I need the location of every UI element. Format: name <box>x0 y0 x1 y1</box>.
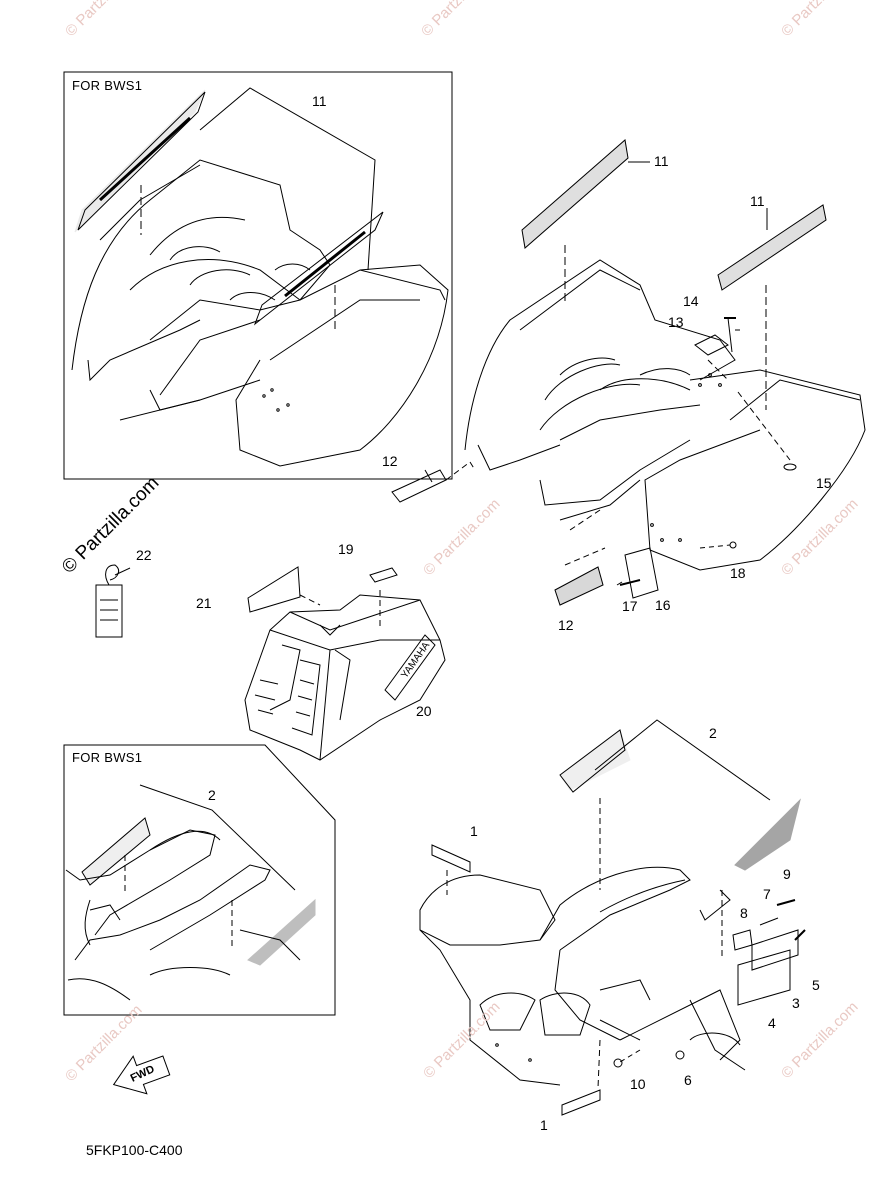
decal-1-top <box>431 844 471 873</box>
decal-2-inset-right <box>247 898 316 966</box>
decal-11-inset-b <box>253 211 384 326</box>
callout-2-inset: 2 <box>208 787 216 803</box>
callout-1-bottom: 1 <box>540 1117 548 1133</box>
decal-11-main-a <box>521 139 629 249</box>
fwd-arrow <box>112 1055 171 1095</box>
callout-12-b: 12 <box>558 617 574 633</box>
callout-21: 21 <box>196 595 212 611</box>
callout-7: 7 <box>763 886 771 902</box>
callout-12-a: 12 <box>382 453 398 469</box>
callout-11-main-a: 11 <box>654 153 669 169</box>
decal-19 <box>369 567 398 583</box>
callout-20: 20 <box>416 703 432 719</box>
reflector-plate-4 <box>737 949 791 1006</box>
decal-2-main-right <box>734 798 801 871</box>
callout-11-inset: 11 <box>312 93 327 109</box>
part-6-nut <box>675 1050 685 1060</box>
part-8 <box>732 929 753 951</box>
callout-14: 14 <box>683 293 699 309</box>
decal-11-main-b <box>717 204 827 291</box>
decal-12-main <box>391 469 447 503</box>
callout-8: 8 <box>740 905 748 921</box>
callout-19: 19 <box>338 541 354 557</box>
callout-13: 13 <box>668 314 684 330</box>
inset-title-top: FOR BWS1 <box>72 78 143 93</box>
inset-box-bottom <box>63 744 336 1016</box>
callout-22: 22 <box>136 547 152 563</box>
diagram-code: 5FKP100-C400 <box>86 1142 183 1158</box>
decal-21 <box>247 566 301 613</box>
callout-11-main-b: 11 <box>750 193 765 209</box>
part-10-nut <box>613 1058 623 1068</box>
part-15-grommet <box>783 463 797 471</box>
part-18-nut <box>729 541 737 549</box>
decal-2-inset-left <box>81 817 151 886</box>
part-13-pad <box>694 334 729 356</box>
callout-15: 15 <box>816 475 832 491</box>
reflector-plate-3 <box>751 929 799 971</box>
front-fender-inset <box>65 829 301 1001</box>
inset-box-top <box>63 71 453 480</box>
decal-2-main-left <box>559 729 631 791</box>
callout-3: 3 <box>792 995 800 1011</box>
callout-9: 9 <box>783 866 791 882</box>
part-16-plate <box>624 547 659 599</box>
rear-fender-main <box>464 259 866 571</box>
callout-10: 10 <box>630 1076 646 1092</box>
callout-17: 17 <box>622 598 638 614</box>
callout-1-top: 1 <box>470 823 478 839</box>
rear-fender-inset <box>71 159 449 467</box>
callout-6: 6 <box>684 1072 692 1088</box>
front-fender-main <box>419 866 746 1086</box>
decal-1-bottom <box>561 1089 601 1116</box>
front-hood <box>244 594 446 761</box>
inset-title-bottom: FOR BWS1 <box>72 750 143 765</box>
callout-16: 16 <box>655 597 671 613</box>
callout-4: 4 <box>768 1015 776 1031</box>
decal-11-inset-a <box>74 89 206 233</box>
callout-5: 5 <box>812 977 820 993</box>
callout-18: 18 <box>730 565 746 581</box>
callout-2-main: 2 <box>709 725 717 741</box>
tag-22 <box>95 584 123 638</box>
